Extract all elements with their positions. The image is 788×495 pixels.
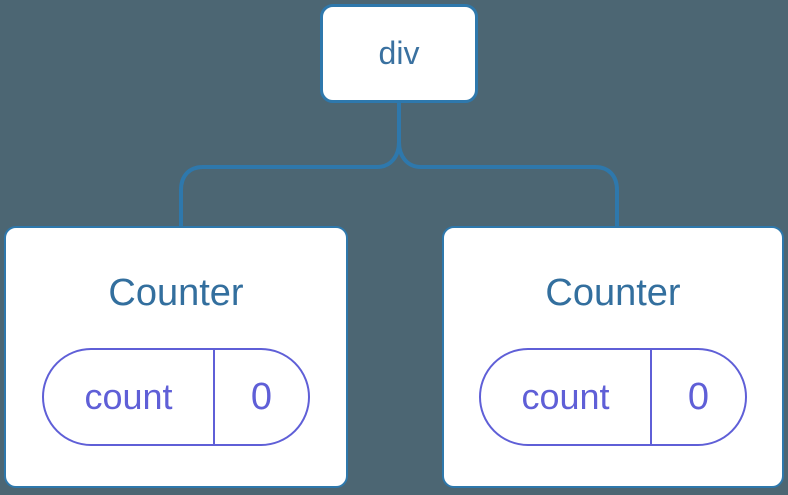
state-pill: count 0 — [42, 348, 310, 446]
component-node-counter-1: Counter count 0 — [4, 226, 348, 488]
pill-divider — [213, 350, 215, 444]
state-pill: count 0 — [479, 348, 747, 446]
connector-left-branch — [179, 101, 401, 228]
component-title: Counter — [545, 272, 681, 314]
root-node-div: div — [320, 4, 478, 103]
state-value: 0 — [250, 375, 273, 418]
component-node-counter-2: Counter count 0 — [442, 226, 784, 488]
state-value: 0 — [687, 375, 710, 418]
state-key: count — [521, 376, 610, 417]
connector-right-branch — [397, 141, 619, 228]
pill-divider — [650, 350, 652, 444]
state-key: count — [84, 376, 173, 417]
component-title: Counter — [108, 272, 244, 314]
root-node-label: div — [378, 35, 420, 71]
